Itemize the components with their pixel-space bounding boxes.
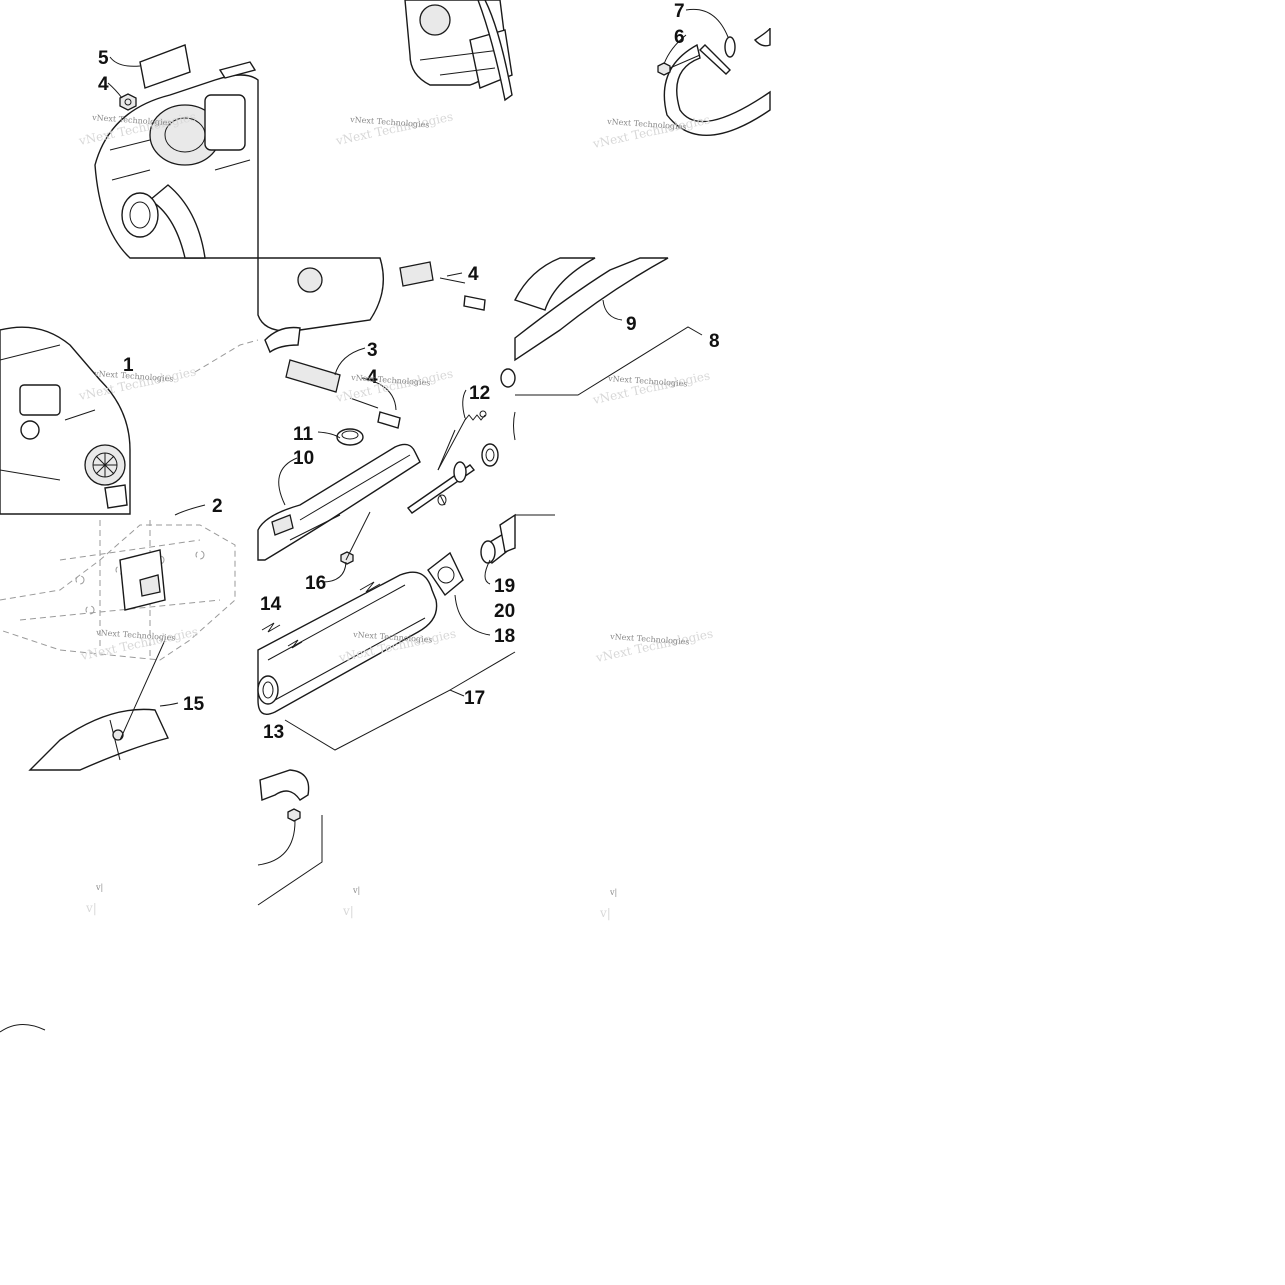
- gasket-part: [724, 36, 736, 58]
- gearcase-part: [404, 0, 513, 102]
- callout-1: 1: [123, 355, 134, 376]
- exhaust-stud-part-upper: [399, 261, 486, 311]
- clamp-part: [336, 428, 364, 446]
- callout-3: 3: [367, 340, 378, 361]
- callout-4-lower: 4: [367, 367, 378, 388]
- spark-arrestor-gasket-part: [427, 551, 464, 597]
- frame-outline: [0, 520, 236, 661]
- head-pipe-part: [663, 27, 771, 136]
- callout-12: 11: [293, 424, 314, 445]
- heat-shield-part: [257, 443, 421, 561]
- callout-8: 7: [674, 1, 685, 22]
- callout-16: 15: [183, 694, 205, 715]
- muffler-end-part: [28, 708, 169, 771]
- tile-fragment: v|: [352, 886, 360, 895]
- callout-17: 16: [305, 573, 326, 594]
- decal-part: [139, 44, 191, 89]
- callout-13: 12: [469, 383, 490, 404]
- muffler-bracket-part: [119, 549, 166, 611]
- tile-fragment-ghost: v|: [85, 901, 97, 915]
- callout-10: 9: [626, 314, 637, 335]
- callout-20: 19: [494, 576, 515, 597]
- tile-fragment-ghost: v|: [342, 904, 354, 918]
- engine-cover-part: [257, 257, 385, 354]
- tile-fragment: v|: [95, 883, 103, 892]
- callout-4-upper: 4: [468, 264, 479, 285]
- callout-2: 2: [212, 496, 223, 517]
- callout-7: 6: [674, 27, 685, 48]
- tile-fragment-ghost: v|: [599, 906, 611, 920]
- callout-19: 18: [494, 626, 515, 647]
- callout-21: 20: [494, 601, 515, 622]
- callout-18: 17: [464, 688, 485, 709]
- callout-14: 13: [263, 722, 284, 743]
- tile-fragment: v|: [609, 888, 617, 897]
- tailpipe-part: [257, 769, 323, 906]
- leader-lines: [107, 8, 729, 751]
- callout-6: 5: [98, 48, 109, 69]
- tailpipe-flange-part: [480, 513, 516, 565]
- mid-pipe-part: [406, 429, 499, 514]
- engine-rear-view: [94, 61, 259, 259]
- nut-part: [119, 93, 137, 111]
- bottom-fragment: [0, 1024, 46, 1033]
- exhaust-stud-part-lower: [285, 359, 401, 429]
- engine-side-view: [0, 326, 259, 515]
- spring-part: [464, 410, 487, 421]
- callout-15: 14: [260, 594, 282, 615]
- muffler-part: [257, 571, 438, 715]
- callout-5: 4: [98, 74, 109, 95]
- callout-11: 10: [293, 448, 314, 469]
- callout-labels: 5 4 7 6 1 2 4 3 4 9 8 12 11 10 16 19 14 …: [98, 1, 720, 743]
- callout-9: 8: [709, 331, 720, 352]
- exhaust-pipe-part: [500, 257, 669, 441]
